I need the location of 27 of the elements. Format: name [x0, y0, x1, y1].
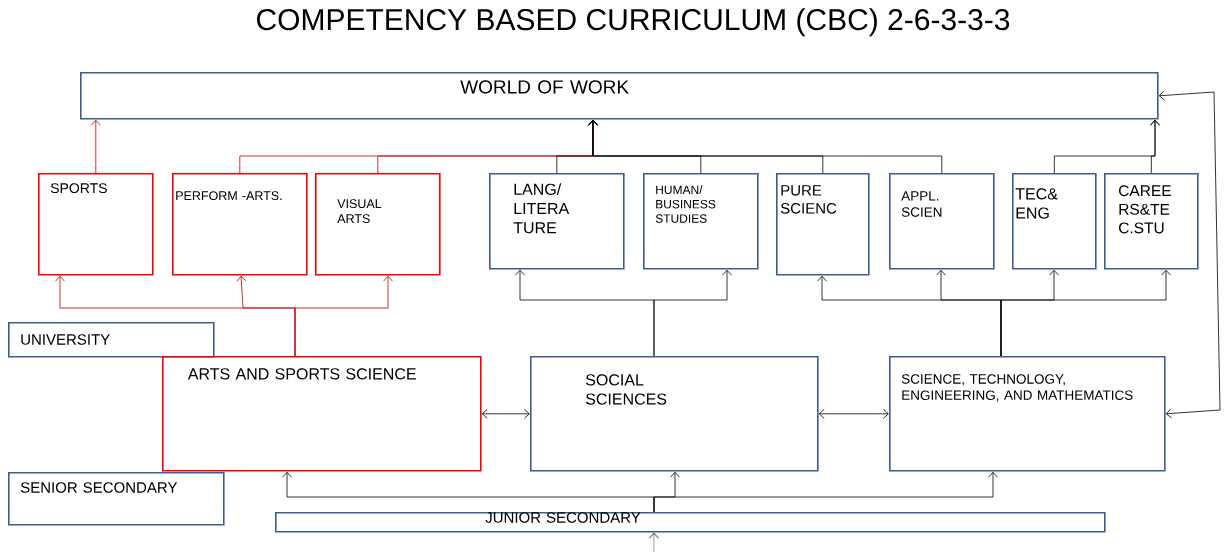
- process-box: ARTS AND SPORTS SCIENCE: [162, 356, 482, 472]
- arrow: [1150, 119, 1160, 174]
- process-box: JUNIOR SECONDARY: [275, 512, 1106, 533]
- process-box: APPL. SCIEN: [889, 173, 995, 270]
- process-box: VISUAL ARTS: [315, 173, 441, 276]
- arrow: [588, 119, 943, 174]
- process-box: TEC& ENG: [1012, 173, 1097, 270]
- arrow: [481, 408, 530, 419]
- title: COMPETENCY BASED CURRICULUM (CBC) 2-6-3-3-3: [257, 8, 1010, 37]
- process-box: CAREE RS&TE C.STU: [1104, 173, 1199, 270]
- arrow: [653, 269, 732, 357]
- process-box: PERFORM -ARTS.: [172, 173, 308, 276]
- process-box: SCIENCE, TECHNOLOGY, ENGINEERING, AND MATHEMATICS: [889, 356, 1166, 472]
- arrow: [1158, 90, 1221, 419]
- process-box: WORLD OF WORK: [80, 72, 1159, 120]
- arrow: [818, 408, 889, 419]
- process-box: LANG/ LITERA TURE: [489, 173, 625, 270]
- arrow: [653, 471, 998, 513]
- process-box: SOCIAL SCIENCES: [530, 356, 819, 472]
- process-box: SPORTS: [38, 173, 154, 276]
- arrow: [90, 119, 101, 174]
- arrow: [294, 275, 393, 357]
- process-box: HUMAN/ BUSINESS STUDIES: [643, 173, 759, 270]
- process-box: UNIVERSITY: [8, 322, 215, 358]
- process-box: PURE SCIENC: [776, 173, 870, 276]
- arrow: [1000, 269, 1171, 357]
- process-box: SENIOR SECONDARY: [8, 472, 225, 526]
